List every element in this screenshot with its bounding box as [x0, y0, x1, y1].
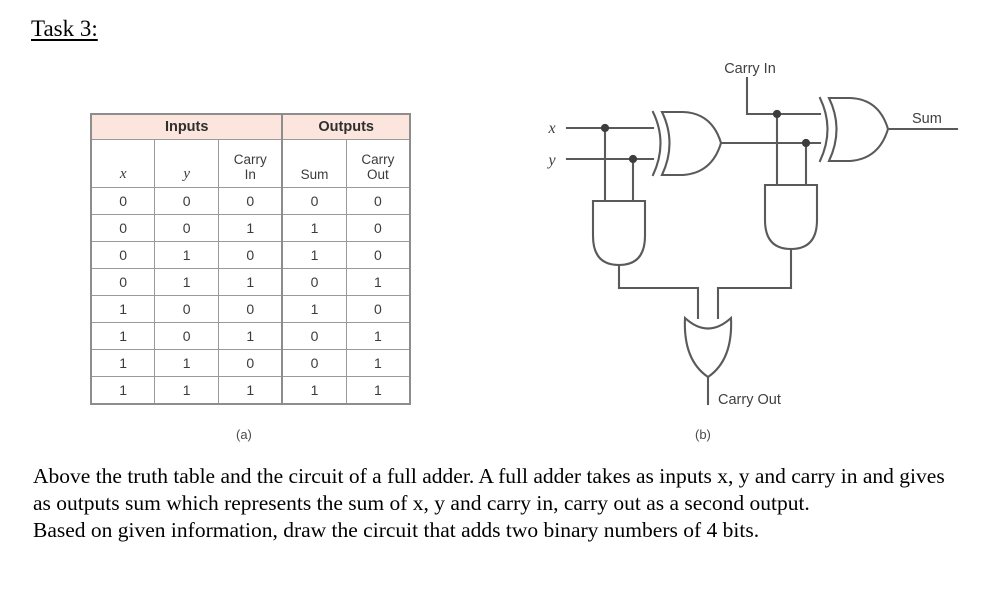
table-cell: 1: [281, 376, 347, 405]
table-cell: 0: [281, 268, 347, 296]
table-cell: 0: [218, 349, 284, 377]
and1-body: [591, 199, 647, 267]
table-cell: 0: [154, 295, 220, 323]
table-cell: 0: [218, 295, 284, 323]
table-header-carry-in: Carry In: [218, 139, 284, 188]
wire-carry-in: [745, 76, 822, 116]
table-cell: 0: [281, 187, 347, 215]
table-cell: 1: [345, 376, 411, 405]
full-adder-circuit-diagram: x y Carry In Sum Carry Out: [520, 40, 990, 420]
junction-dot-xor1-out: [801, 138, 811, 148]
circuit-label-sum: Sum: [912, 111, 942, 127]
page-title: Task 3:: [31, 16, 98, 41]
table-cell: 1: [154, 376, 220, 405]
table-cell: 0: [345, 241, 411, 269]
table-cell: 1: [154, 268, 220, 296]
or1-body: [683, 315, 733, 379]
description-line-1: Above the truth table and the circuit of…: [33, 464, 945, 515]
table-cell: 0: [154, 214, 220, 242]
table-cell: 0: [345, 295, 411, 323]
table-cell: 0: [218, 241, 284, 269]
table-cell: 0: [218, 187, 284, 215]
truth-table-grid: Inputs Outputs x y Carry In Sum Carry: [89, 113, 411, 405]
wire-bus-left: [617, 286, 700, 320]
table-cell: 0: [90, 241, 156, 269]
caption-b: (b): [695, 427, 711, 442]
description-text: Above the truth table and the circuit of…: [33, 463, 963, 544]
table-cell: 1: [218, 376, 284, 405]
table-cell: 1: [218, 214, 284, 242]
circuit-label-carry-out: Carry Out: [718, 392, 781, 408]
junction-dot-carry-in: [772, 109, 782, 119]
table-cell: 1: [90, 295, 156, 323]
table-cell: 0: [281, 349, 347, 377]
table-cell: 0: [345, 214, 411, 242]
table-cell: 1: [281, 241, 347, 269]
table-cell: 0: [345, 187, 411, 215]
table-cell: 1: [90, 349, 156, 377]
table-cell: 0: [154, 187, 220, 215]
wire-bus-right: [716, 286, 793, 320]
xor2-back-arc: [818, 96, 829, 163]
circuit-label-carry-in: Carry In: [724, 61, 776, 77]
table-cell: 1: [90, 322, 156, 350]
table-cell: 1: [345, 322, 411, 350]
table-group-header-inputs: Inputs: [89, 113, 284, 140]
table-cell: 1: [345, 268, 411, 296]
xor1-back-arc: [651, 110, 662, 177]
table-cell: 0: [90, 214, 156, 242]
table-cell: 1: [218, 322, 284, 350]
circuit-label-y: y: [546, 152, 556, 169]
truth-table: Inputs Outputs x y Carry In Sum Carry: [89, 113, 411, 405]
and2-body: [763, 183, 819, 251]
table-cell: 0: [90, 268, 156, 296]
table-cell: 0: [281, 322, 347, 350]
xor2-body: [827, 96, 890, 163]
table-cell: 1: [345, 349, 411, 377]
table-cell: 1: [218, 268, 284, 296]
description-line-2: Based on given information, draw the cir…: [33, 518, 760, 542]
table-header-y: y: [154, 139, 220, 188]
table-cell: 1: [90, 376, 156, 405]
table-group-header-row: Inputs Outputs: [89, 113, 411, 140]
caption-a: (a): [236, 427, 252, 442]
table-group-header-outputs: Outputs: [281, 113, 411, 140]
table-header-sum: Sum: [281, 139, 347, 188]
junction-dot-y: [628, 154, 638, 164]
table-header-x: x: [90, 139, 156, 188]
junction-dot-x: [600, 123, 610, 133]
circuit-label-x: x: [547, 120, 555, 137]
xor1-body: [660, 110, 723, 177]
table-cell: 1: [154, 241, 220, 269]
table-sub-header-row: x y Carry In Sum Carry Out: [90, 139, 411, 188]
table-cell: 0: [154, 322, 220, 350]
table-cell: 1: [154, 349, 220, 377]
table-cell: 0: [90, 187, 156, 215]
table-cell: 1: [281, 295, 347, 323]
table-cell: 1: [281, 214, 347, 242]
table-header-carry-out: Carry Out: [345, 139, 411, 188]
